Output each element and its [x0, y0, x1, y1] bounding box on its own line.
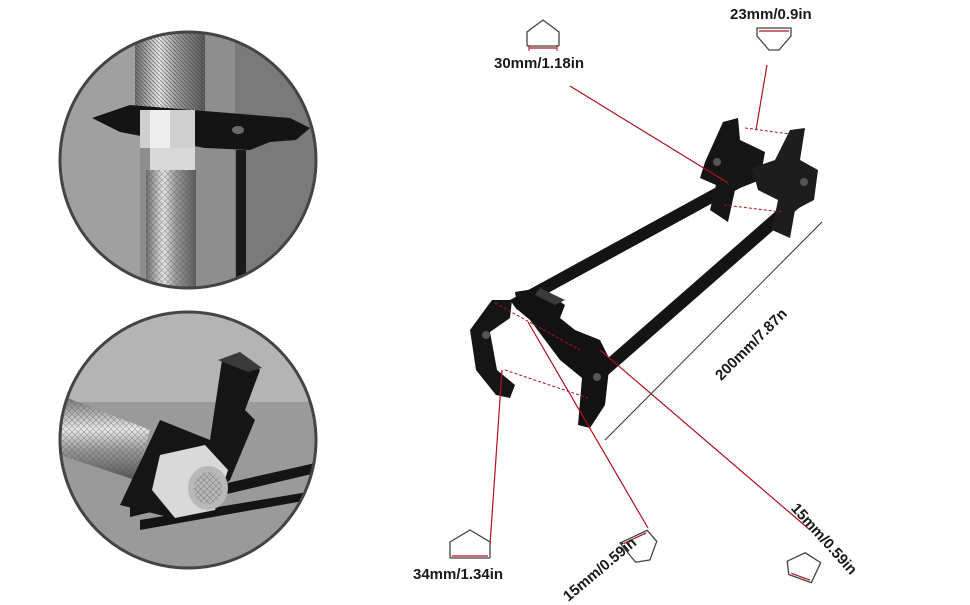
leader-15mm-left	[527, 321, 649, 529]
measurement-lines	[489, 64, 811, 546]
span-bottom-large	[504, 369, 589, 399]
leader-34mm	[489, 369, 503, 546]
span-top-large	[723, 204, 783, 213]
hex-jaw-icon	[449, 529, 491, 559]
leader-15mm-right	[599, 349, 811, 531]
hex-jaw-icon	[756, 27, 792, 51]
hex-jaw-icon	[526, 19, 560, 51]
span-top-small	[744, 127, 791, 135]
detail-photo-top	[60, 32, 316, 288]
leader-30mm	[569, 85, 729, 184]
jaw-bottom-large	[515, 288, 610, 428]
hex-jaw-icon	[786, 552, 822, 584]
label-bottom-jaw-large: 34mm/1.34in	[413, 566, 504, 583]
label-top-jaw-large: 30mm/1.18in	[494, 55, 585, 72]
span-bottom-slot	[494, 302, 581, 351]
label-top-jaw-small: 23mm/0.9in	[730, 6, 812, 23]
hex-jaw-icon	[618, 529, 658, 563]
jaw-top-small	[752, 128, 818, 238]
detail-photo-bottom	[60, 312, 316, 568]
leader-23mm	[755, 64, 768, 131]
basin-wrench	[470, 118, 818, 428]
jaw-bottom-small	[470, 300, 515, 398]
detail-circle-bottom-border	[58, 310, 318, 570]
jaw-top-large	[700, 118, 765, 222]
detail-circle-top-border	[58, 30, 318, 290]
rod-lower	[600, 190, 808, 375]
rod-upper	[510, 166, 762, 310]
length-dimension	[604, 221, 823, 441]
